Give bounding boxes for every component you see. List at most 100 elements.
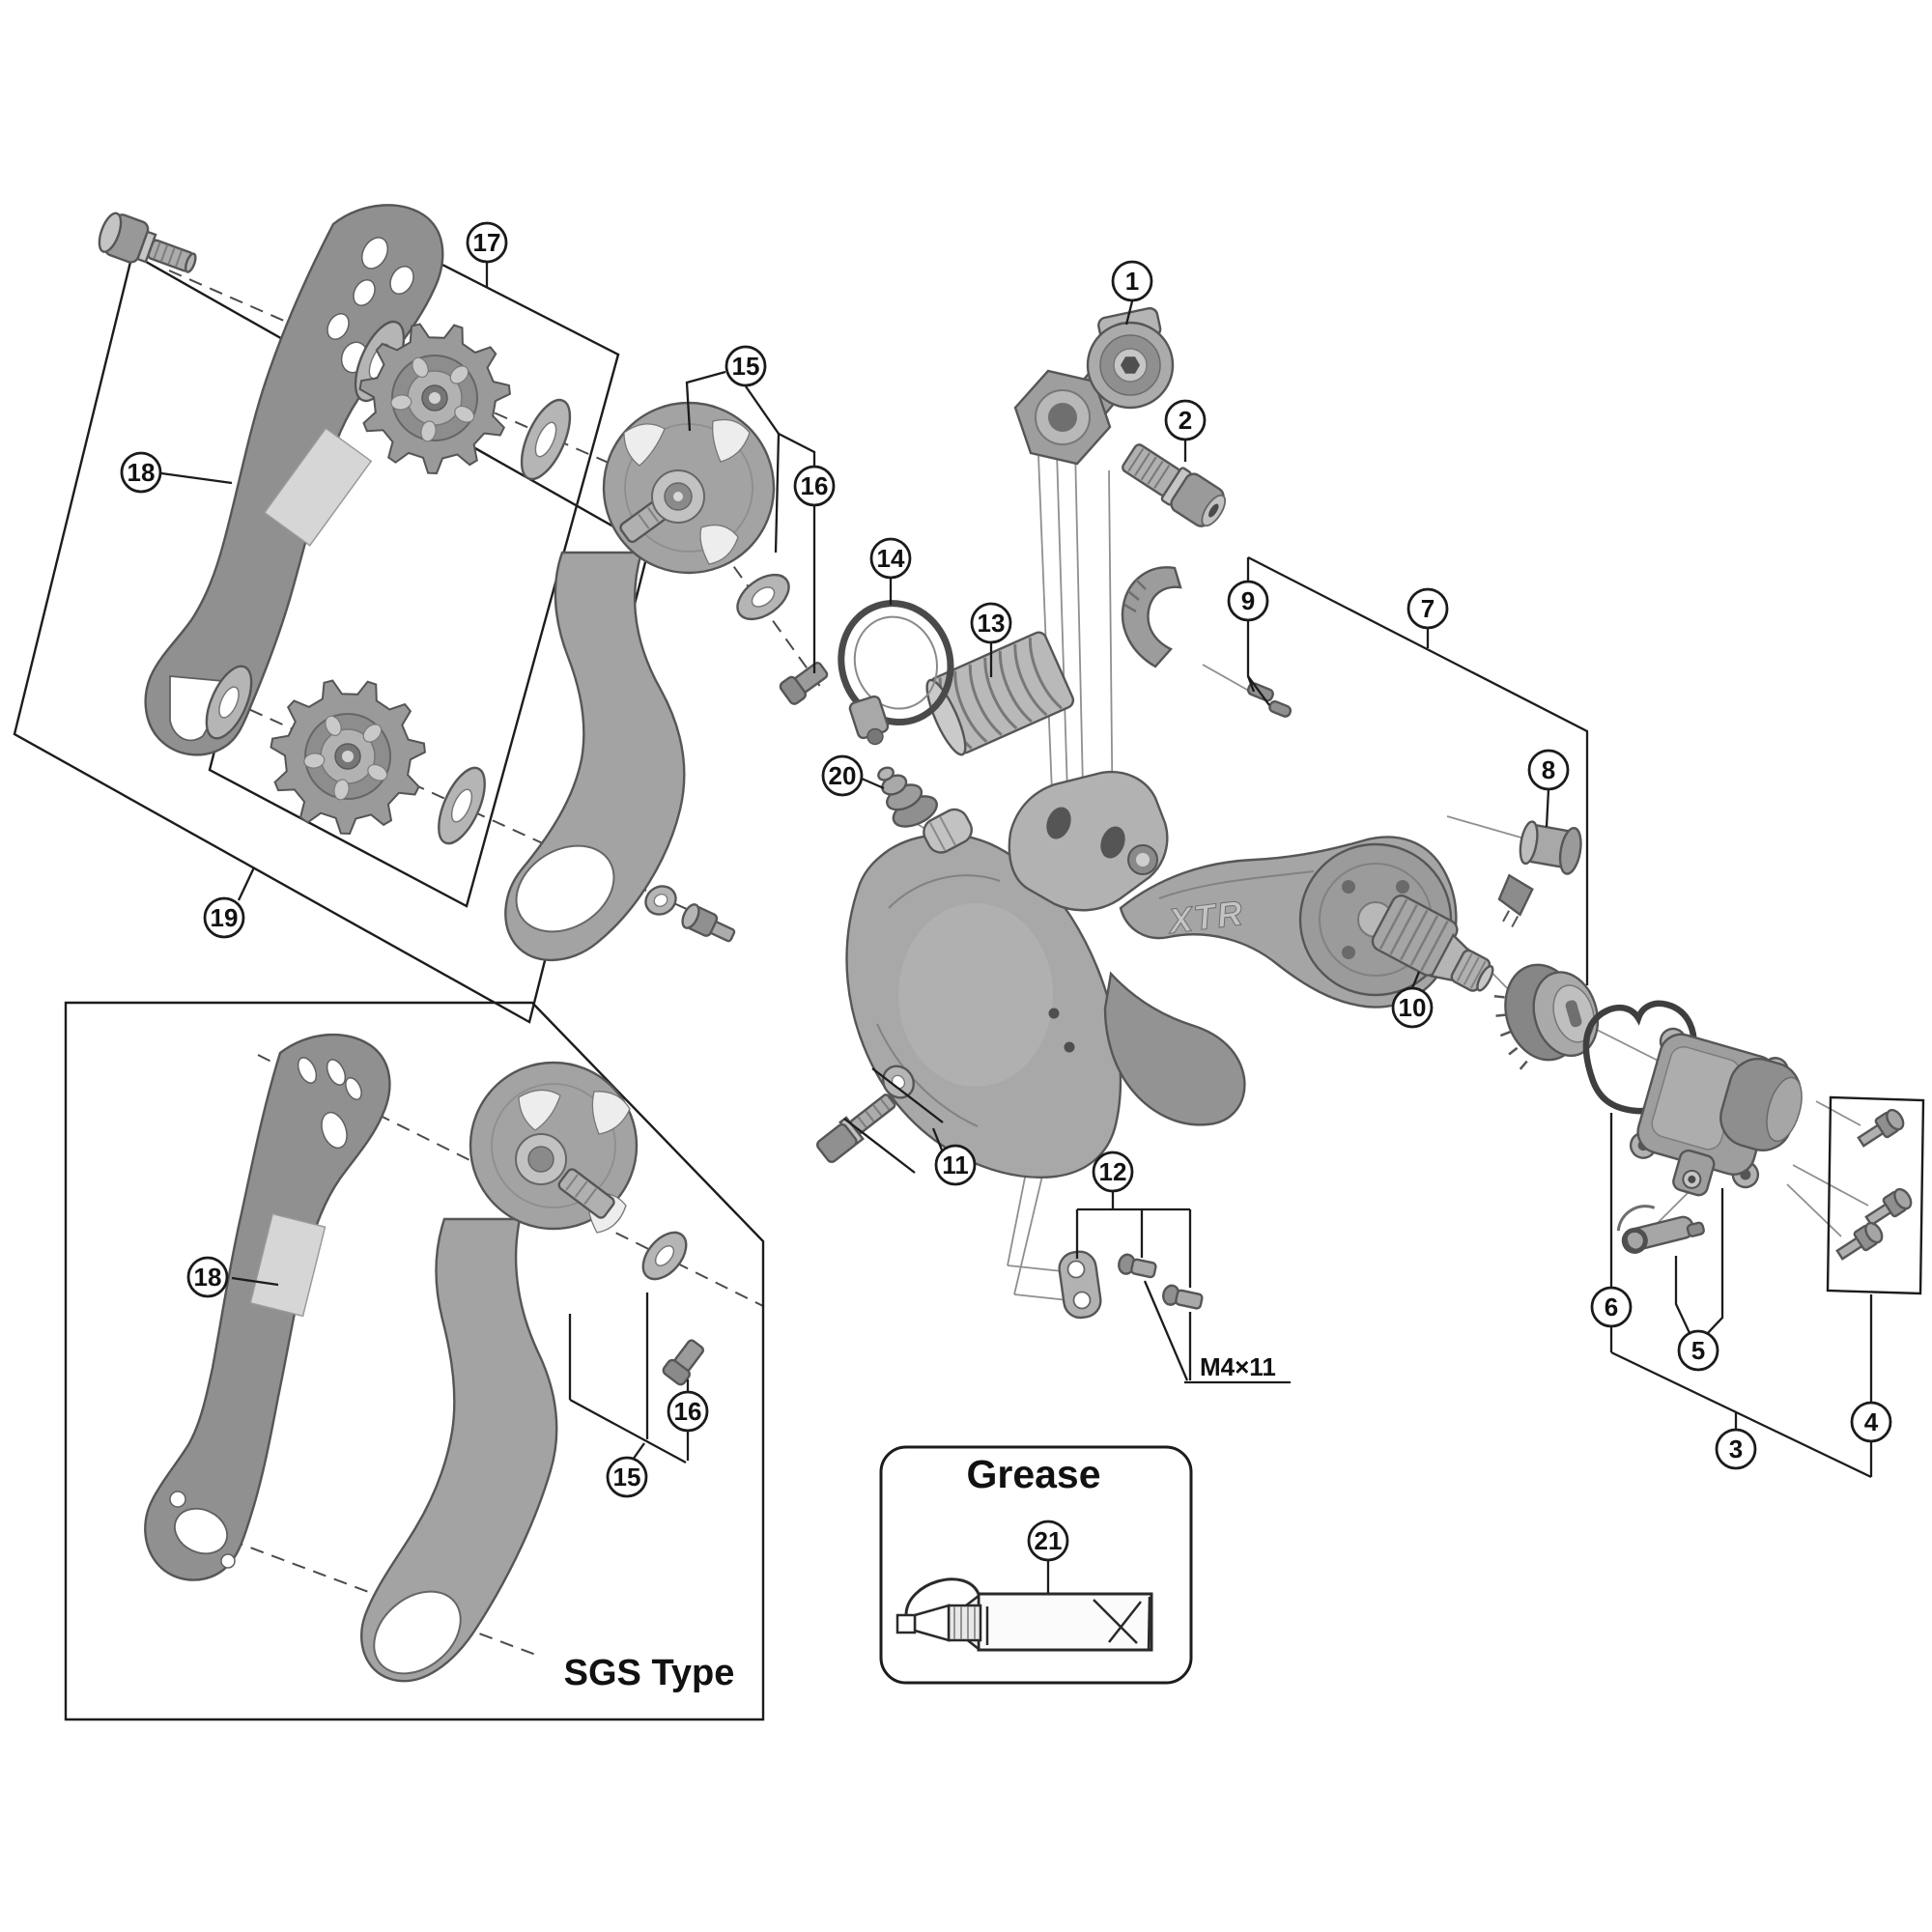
leader-line-21 bbox=[871, 1067, 944, 1123]
leader-line-33 bbox=[1610, 1350, 1872, 1479]
leader-line-9 bbox=[685, 370, 726, 432]
callout-10-9: 10 bbox=[1391, 986, 1434, 1029]
svg-text:5: 5 bbox=[1691, 1336, 1705, 1365]
svg-text:15: 15 bbox=[613, 1463, 641, 1492]
body-logo: XTR bbox=[1165, 893, 1246, 941]
svg-text:12: 12 bbox=[1099, 1157, 1127, 1186]
tension-spring bbox=[925, 631, 1075, 756]
sgs-box bbox=[64, 1001, 765, 1721]
thin-line-17 bbox=[1202, 664, 1255, 695]
svg-text:17: 17 bbox=[473, 228, 501, 257]
adjuster-knob bbox=[1493, 963, 1600, 1070]
callout-17-16: 17 bbox=[466, 221, 508, 264]
callout-21-20: 21 bbox=[1027, 1520, 1069, 1562]
gasket-seal bbox=[1582, 1000, 1697, 1115]
plate-bolt-top-left bbox=[98, 212, 197, 273]
leader-line-37 bbox=[1674, 1256, 1692, 1336]
plate-fixing-bolt-sgs bbox=[662, 1339, 705, 1386]
cable-bolt-top bbox=[681, 903, 736, 943]
callout-19-18: 19 bbox=[203, 896, 245, 939]
leader-line-1 bbox=[1124, 300, 1134, 326]
grease-panel bbox=[879, 1445, 1193, 1685]
svg-text:4: 4 bbox=[1864, 1407, 1879, 1436]
thin-line-10 bbox=[1815, 1100, 1861, 1126]
latch-lever bbox=[1616, 1205, 1705, 1254]
guide-pulley-lower bbox=[270, 679, 426, 836]
svg-text:6: 6 bbox=[1605, 1293, 1618, 1321]
plate-fixing-bolt-top bbox=[779, 661, 829, 705]
cable-spool-unit bbox=[1497, 820, 1582, 928]
svg-text:18: 18 bbox=[128, 458, 156, 487]
leader-line-28 bbox=[1143, 1280, 1189, 1381]
svg-text:1: 1 bbox=[1125, 267, 1139, 296]
sgs-type-label: SGS Type bbox=[564, 1653, 735, 1693]
leader-line-19 bbox=[1410, 971, 1421, 989]
guide-pulleys bbox=[270, 323, 511, 836]
leader-lines bbox=[160, 263, 1873, 1593]
stopper-pin-b bbox=[1268, 699, 1293, 718]
svg-text:16: 16 bbox=[674, 1397, 702, 1426]
inner-plate-sgs bbox=[144, 1033, 391, 1581]
callout-5-4: 5 bbox=[1677, 1329, 1719, 1372]
adjuster-barrel bbox=[1371, 895, 1494, 992]
thin-line-3 bbox=[1074, 447, 1085, 832]
callout-16-15: 16 bbox=[793, 465, 836, 507]
leader-line-43 bbox=[569, 1398, 687, 1464]
grease-tube bbox=[895, 1577, 1153, 1652]
derailleur-body: XTR bbox=[845, 770, 1458, 1179]
callout-15-21: 15 bbox=[606, 1456, 648, 1498]
leader-line-18 bbox=[1545, 788, 1550, 828]
callout-18-17: 18 bbox=[120, 451, 162, 494]
grease-label: Grease bbox=[966, 1452, 1100, 1496]
svg-text:18: 18 bbox=[194, 1263, 222, 1292]
callout-11-10: 11 bbox=[934, 1144, 977, 1186]
leader-line-6 bbox=[160, 471, 233, 485]
thin-line-9 bbox=[1013, 1293, 1069, 1301]
axis-line-5 bbox=[187, 1523, 542, 1658]
plate-assembly-box bbox=[13, 252, 651, 1024]
svg-text:10: 10 bbox=[1399, 993, 1427, 1022]
fixing-screws bbox=[1835, 1108, 1913, 1261]
leader-line-38 bbox=[1705, 1188, 1724, 1336]
outer-plate-top bbox=[504, 401, 829, 962]
thin-line-7 bbox=[1007, 1264, 1064, 1272]
outer-plate-sgs bbox=[360, 1061, 705, 1683]
callout-6-5: 6 bbox=[1590, 1286, 1633, 1328]
cable-guide-hook bbox=[1121, 566, 1293, 718]
screws-box bbox=[1826, 1095, 1925, 1295]
pulley-washers-right bbox=[438, 398, 572, 845]
callout-12-11: 12 bbox=[1092, 1151, 1134, 1193]
callout-15-14: 15 bbox=[724, 345, 767, 387]
callout-4-3: 4 bbox=[1850, 1401, 1892, 1443]
svg-text:7: 7 bbox=[1421, 594, 1435, 623]
callout-2-1: 2 bbox=[1164, 399, 1207, 441]
boot-cap bbox=[877, 766, 938, 828]
b-axle-bolt bbox=[815, 1065, 915, 1163]
construction-lines bbox=[895, 447, 1869, 1301]
svg-text:14: 14 bbox=[877, 544, 905, 573]
callout-8-7: 8 bbox=[1527, 749, 1570, 791]
thin-line-12 bbox=[1786, 1183, 1842, 1237]
assembly-boxes bbox=[13, 216, 1925, 1721]
thin-line-15 bbox=[1446, 815, 1525, 839]
thin-line-11 bbox=[1792, 1164, 1869, 1207]
switch-unit bbox=[1629, 1027, 1803, 1197]
leader-line-15 bbox=[1247, 675, 1270, 706]
callout-7-6: 7 bbox=[1406, 587, 1449, 630]
callout-9-8: 9 bbox=[1227, 580, 1269, 622]
svg-text:19: 19 bbox=[211, 903, 239, 932]
bracket-axle-bolt bbox=[1122, 443, 1227, 527]
svg-text:20: 20 bbox=[829, 761, 857, 790]
svg-text:11: 11 bbox=[942, 1151, 969, 1179]
svg-text:21: 21 bbox=[1035, 1526, 1063, 1555]
screw-spec-label: M4×11 bbox=[1200, 1352, 1276, 1381]
guide-pulley-upper bbox=[358, 323, 511, 475]
leader-line-22 bbox=[843, 1118, 916, 1174]
svg-text:13: 13 bbox=[978, 609, 1006, 638]
callout-1-0: 1 bbox=[1111, 260, 1153, 302]
text-labels: SGS Type Grease M4×11 bbox=[564, 1352, 1276, 1693]
callout-16-22: 16 bbox=[667, 1390, 709, 1433]
